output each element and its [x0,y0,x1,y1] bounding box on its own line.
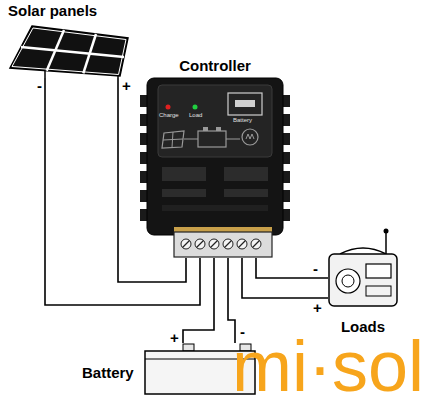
wire [183,258,214,343]
watermark: mi·sol [232,330,424,402]
wire [256,258,328,278]
polarity-sign: + [122,79,131,93]
node-heading: Solar panels [8,2,97,20]
solar-panel-drawing [6,24,134,78]
controller-drawing [140,55,290,258]
port-label: Battery [233,117,252,124]
load-node: Loads [328,226,398,338]
node-heading: Battery [82,364,134,382]
node-heading: Controller [179,57,251,75]
led-label: Load [189,112,202,119]
polarity-sign: - [313,262,318,276]
controller-node: Controller [140,55,290,258]
battery-node: Battery [82,343,255,395]
solar-panel-node: Solar panels [6,2,134,78]
polarity-sign: - [37,79,42,93]
polarity-sign: + [170,331,179,345]
led-label: Charge [159,112,179,119]
wire [242,258,328,298]
polarity-sign: + [313,301,322,315]
radio-drawing [328,226,398,308]
